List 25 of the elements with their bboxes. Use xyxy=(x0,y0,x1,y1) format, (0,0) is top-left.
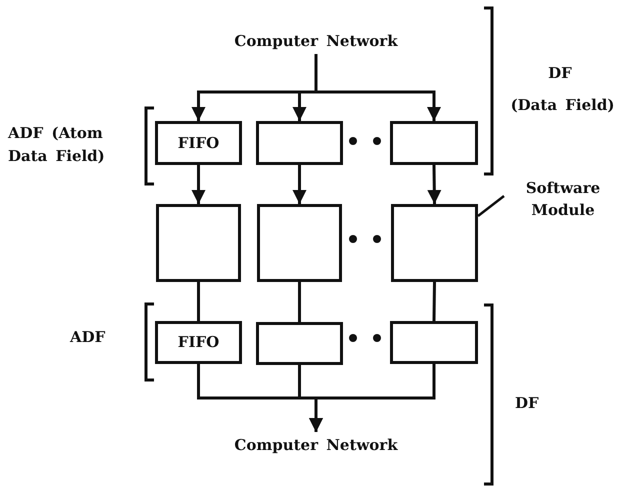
node-label: Software Module xyxy=(524,178,602,221)
fifo-box xyxy=(256,121,343,165)
fifo-box xyxy=(256,322,343,365)
node-label: Computer Network xyxy=(234,434,398,456)
arrow xyxy=(427,164,442,204)
module-box xyxy=(257,204,342,282)
bracket-label: ADF xyxy=(70,327,106,348)
bracket-label: (Data Field) xyxy=(510,95,616,116)
arrow xyxy=(292,165,306,204)
box-label: FIFO xyxy=(178,332,220,354)
module-box xyxy=(156,204,241,282)
fifo-box xyxy=(155,121,242,165)
arrow xyxy=(309,364,436,432)
fifo-box xyxy=(390,121,478,165)
box-label: FIFO xyxy=(178,132,220,154)
arrow xyxy=(192,165,206,204)
leader-line xyxy=(477,195,505,217)
fifo-box xyxy=(390,321,478,364)
bracket-label: DF xyxy=(547,63,573,84)
arrow xyxy=(314,54,441,121)
fifo-box xyxy=(155,321,242,364)
bracket-label: DF xyxy=(515,393,540,414)
node-label: Computer Network xyxy=(234,30,398,52)
module-box xyxy=(391,204,478,282)
bracket-label: ADF (Atom Data Field) xyxy=(8,123,106,166)
